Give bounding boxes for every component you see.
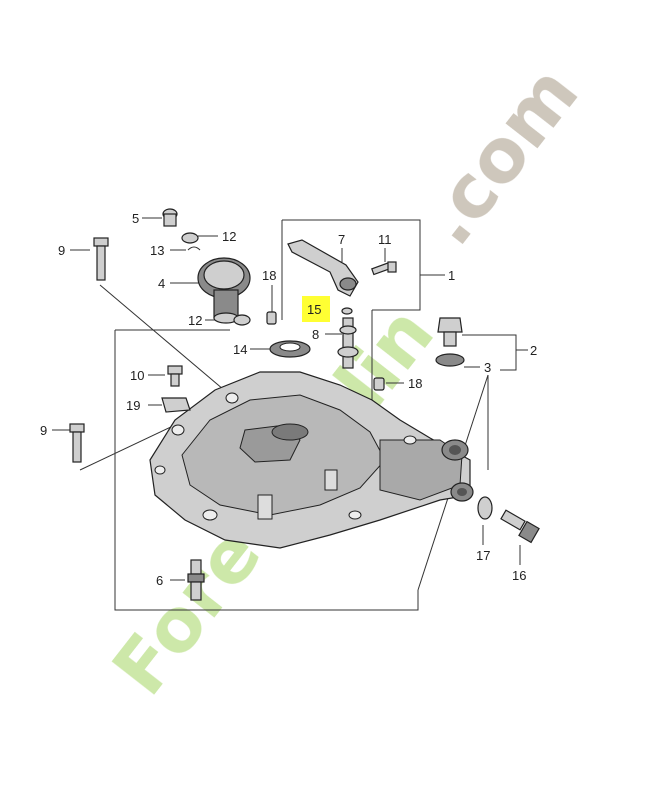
part-bolt-9-top bbox=[93, 237, 109, 281]
callout-15: 15 bbox=[307, 302, 321, 317]
callout-labels: 1 2 3 4 5 6 7 8 9 9 10 11 12 12 13 14 15… bbox=[40, 211, 537, 588]
callout-6: 6 bbox=[156, 573, 163, 588]
part-shaft-8 bbox=[337, 317, 359, 369]
part-washer-15 bbox=[341, 307, 353, 315]
callout-2: 2 bbox=[530, 343, 537, 358]
callout-13: 13 bbox=[150, 243, 164, 258]
watermark-suffix-text: .com bbox=[404, 51, 595, 261]
part-washer-17 bbox=[477, 496, 493, 520]
crankcase-cover bbox=[149, 371, 474, 549]
part-washer-12-top bbox=[181, 232, 199, 244]
callout-17: 17 bbox=[476, 548, 490, 563]
part-bolt-9-left bbox=[69, 423, 85, 463]
part-dowel-pin-18-right bbox=[373, 377, 385, 391]
part-dowel-pin-18-top bbox=[266, 311, 277, 325]
part-oil-plug-2 bbox=[437, 317, 463, 347]
callout-3: 3 bbox=[484, 360, 491, 375]
part-stud-bolt-6 bbox=[187, 559, 205, 601]
callout-18-top: 18 bbox=[262, 268, 276, 283]
part-clamp-19 bbox=[161, 397, 191, 413]
callout-12-bottom: 12 bbox=[188, 313, 202, 328]
callout-9-top: 9 bbox=[58, 243, 65, 258]
part-gear-4 bbox=[197, 257, 251, 324]
part-drain-bolt-16 bbox=[500, 509, 540, 544]
part-o-ring-3 bbox=[435, 353, 465, 367]
callout-16: 16 bbox=[512, 568, 526, 583]
callout-11: 11 bbox=[378, 232, 392, 247]
callout-5: 5 bbox=[132, 211, 139, 226]
part-plug-5 bbox=[162, 208, 178, 227]
part-bolt-10 bbox=[167, 365, 183, 387]
part-governor-arm-7 bbox=[287, 239, 359, 297]
callout-1: 1 bbox=[448, 268, 455, 283]
part-bolt-11 bbox=[371, 261, 397, 276]
assembly-frame-lines bbox=[52, 217, 528, 611]
part-clip-13 bbox=[187, 246, 201, 251]
part-washer-12-bottom bbox=[233, 314, 251, 326]
callout-4: 4 bbox=[158, 276, 165, 291]
callout-9-left: 9 bbox=[40, 423, 47, 438]
part-oil-seal-14 bbox=[269, 340, 311, 358]
callout-7: 7 bbox=[338, 232, 345, 247]
callout-19: 19 bbox=[126, 398, 140, 413]
callout-14: 14 bbox=[233, 342, 247, 357]
callout-8: 8 bbox=[312, 327, 319, 342]
callout-18-right: 18 bbox=[408, 376, 422, 391]
callout-15-highlight bbox=[302, 296, 330, 322]
callout-12-top: 12 bbox=[222, 229, 236, 244]
callout-10: 10 bbox=[130, 368, 144, 383]
